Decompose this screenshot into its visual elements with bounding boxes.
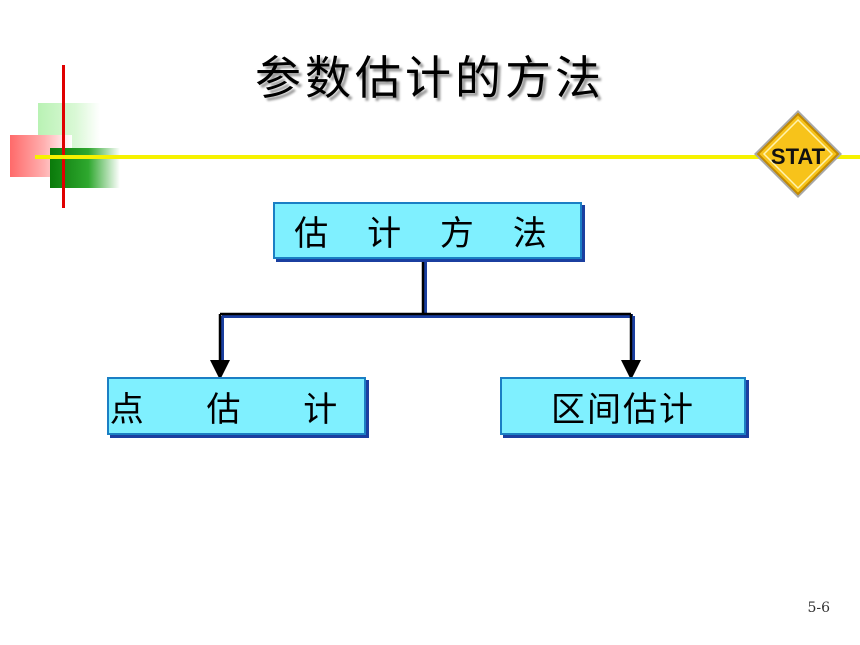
child-node-point-estimate: 点 估 计	[107, 377, 366, 435]
slide-title: 参数估计的方法	[255, 51, 605, 105]
decorative-dark-green-square	[50, 148, 120, 188]
decorative-red-vertical-line	[62, 65, 65, 208]
connector-lines	[210, 259, 641, 380]
child-node-interval-estimate: 区间估计	[500, 377, 746, 435]
badge-text: STAT	[771, 144, 826, 169]
decorative-yellow-horizontal-line	[35, 155, 860, 159]
stat-badge-icon: STAT	[754, 110, 842, 198]
connector-shadow	[220, 261, 635, 372]
root-node-estimation-methods: 估 计 方 法	[273, 202, 582, 259]
page-number: 5-6	[807, 600, 830, 616]
